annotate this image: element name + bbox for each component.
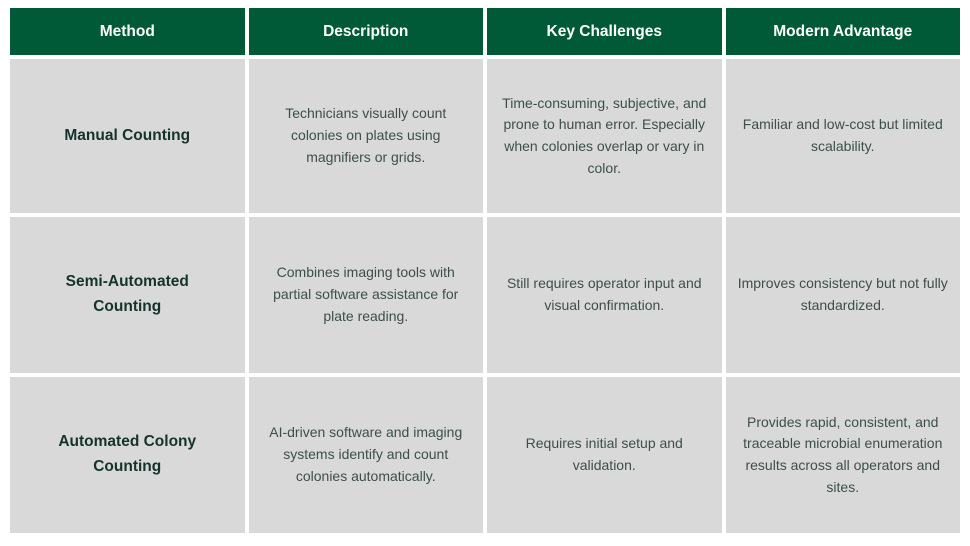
row3-method-cell: Automated Colony Counting (10, 377, 245, 533)
row2-description-cell: Combines imaging tools with partial soft… (248, 217, 483, 373)
header-cell-method: Method (10, 8, 245, 55)
row2-method-cell: Semi-Automated Counting (10, 217, 245, 373)
row3-key-challenges-cell: Requires initial setup and validation. (487, 377, 722, 533)
row1-method-cell: Manual Counting (10, 59, 245, 213)
row3-description-cell: AI-driven software and imaging systems i… (248, 377, 483, 533)
header-cell-description: Description (248, 8, 483, 55)
row1-description-cell: Technicians visually count colonies on p… (248, 59, 483, 213)
header-cell-key-challenges: Key Challenges (487, 8, 722, 55)
header-cell-modern-advantage: Modern Advantage (725, 8, 960, 55)
row2-key-challenges-cell: Still requires operator input and visual… (487, 217, 722, 373)
method-comparison-table: Method Description Key Challenges Modern… (10, 8, 960, 533)
row1-modern-advantage-cell: Familiar and low-cost but limited scalab… (725, 59, 960, 213)
row3-modern-advantage-cell: Provides rapid, consistent, and traceabl… (725, 377, 960, 533)
row2-modern-advantage-cell: Improves consistency but not fully stand… (725, 217, 960, 373)
row1-key-challenges-cell: Time-consuming, subjective, and prone to… (487, 59, 722, 213)
